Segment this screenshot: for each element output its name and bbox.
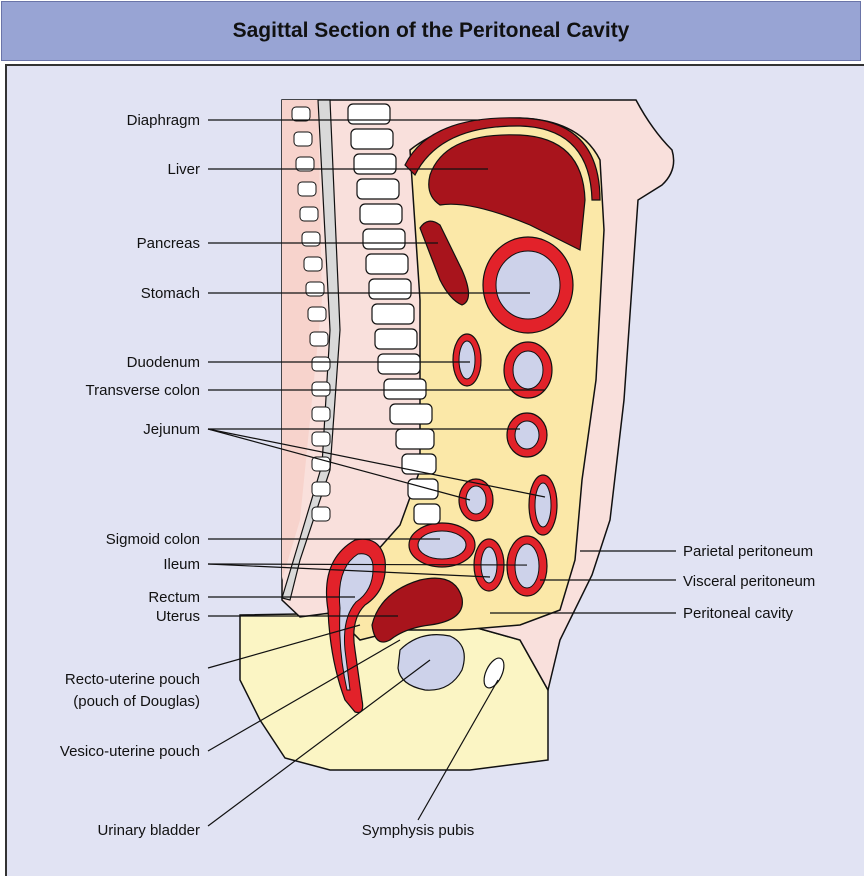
spinous-process	[312, 382, 330, 396]
spinous-process	[302, 232, 320, 246]
label-stomach: Stomach	[141, 285, 200, 302]
spinous-process	[312, 407, 330, 421]
spinous-process	[294, 132, 312, 146]
label-duodenum: Duodenum	[127, 354, 200, 371]
vertebra	[390, 404, 432, 424]
vertebra	[363, 229, 405, 249]
label-jejunum: Jejunum	[143, 421, 200, 438]
vertebra	[372, 304, 414, 324]
label-uterus: Uterus	[156, 608, 200, 625]
label-vesico-uterine-pouch: Vesico-uterine pouch	[60, 743, 200, 760]
transverse-colon-lumen	[513, 351, 543, 389]
duodenum-lumen	[459, 341, 475, 379]
label-visceral-peritoneum: Visceral peritoneum	[683, 573, 815, 590]
vertebra	[369, 279, 411, 299]
spinous-process	[308, 307, 326, 321]
spinous-process	[312, 432, 330, 446]
vertebra	[396, 429, 434, 449]
label-sigmoid-colon: Sigmoid colon	[106, 531, 200, 548]
vertebra	[357, 179, 399, 199]
spinous-process	[306, 282, 324, 296]
spinous-process	[312, 482, 330, 496]
spinous-process	[300, 207, 318, 221]
spinous-process	[310, 332, 328, 346]
vertebra	[360, 204, 402, 224]
spinous-process	[304, 257, 322, 271]
vertebra	[408, 479, 438, 499]
spinous-process	[298, 182, 316, 196]
jejunum-loop-3-lumen	[535, 483, 551, 527]
vertebra	[351, 129, 393, 149]
spinous-process	[312, 357, 330, 371]
vertebra	[384, 379, 426, 399]
label-transverse-colon: Transverse colon	[86, 382, 201, 399]
vertebra	[366, 254, 408, 274]
label-ileum: Ileum	[163, 556, 200, 573]
label-pancreas: Pancreas	[137, 235, 200, 252]
label-peritoneal-cavity: Peritoneal cavity	[683, 605, 794, 622]
vertebra	[348, 104, 390, 124]
vertebra	[354, 154, 396, 174]
jejunum-loop-1-lumen	[515, 421, 539, 449]
label-symphysis-pubis: Symphysis pubis	[362, 822, 475, 839]
vertebra	[378, 354, 420, 374]
label-parietal-peritoneum: Parietal peritoneum	[683, 543, 813, 560]
vertebra	[375, 329, 417, 349]
label-recto-uterine-pouch: Recto-uterine pouch	[65, 671, 200, 688]
label-pouch-of-douglas: (pouch of Douglas)	[73, 693, 200, 710]
sigmoid-colon-lumen	[418, 531, 466, 559]
label-liver: Liver	[167, 161, 200, 178]
vertebra	[414, 504, 440, 524]
spinous-process	[312, 507, 330, 521]
label-diaphragm: Diaphragm	[127, 112, 200, 129]
ileum-loop-2-lumen	[515, 544, 539, 588]
stomach-lumen	[496, 251, 560, 319]
label-urinary-bladder: Urinary bladder	[97, 822, 200, 839]
spinous-process	[292, 107, 310, 121]
label-rectum: Rectum	[148, 589, 200, 606]
